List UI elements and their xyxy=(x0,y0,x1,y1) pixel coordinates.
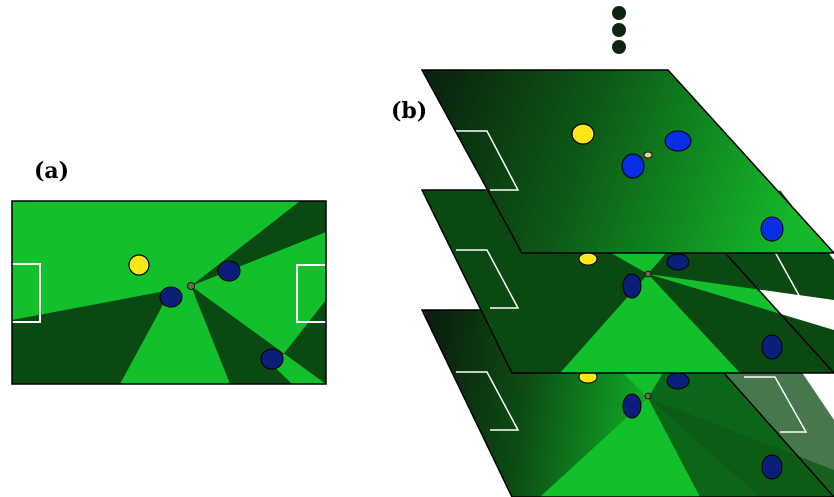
layer-top xyxy=(420,69,834,254)
opponent-icon xyxy=(159,286,183,308)
goal-box-left xyxy=(456,130,520,191)
opponent-icon xyxy=(760,216,784,242)
ball-icon xyxy=(187,282,195,290)
ball-icon xyxy=(643,151,653,159)
opponent-icon xyxy=(664,130,692,152)
opponent-icon xyxy=(217,260,241,282)
panel-a-field xyxy=(11,200,327,385)
panel-label-a: (a) xyxy=(34,158,70,184)
goal-box-right xyxy=(743,130,807,191)
goal-box-right xyxy=(296,264,326,323)
goal-box-left xyxy=(12,263,41,323)
vertical-ellipsis-icon xyxy=(612,6,626,54)
opponent-icon xyxy=(621,153,645,179)
teammate-icon xyxy=(128,254,150,276)
shadow-region xyxy=(191,286,326,384)
teammate-icon xyxy=(571,123,595,145)
shadow-region xyxy=(12,290,171,384)
panel-label-b: (b) xyxy=(391,98,428,124)
opponent-icon xyxy=(260,348,284,370)
